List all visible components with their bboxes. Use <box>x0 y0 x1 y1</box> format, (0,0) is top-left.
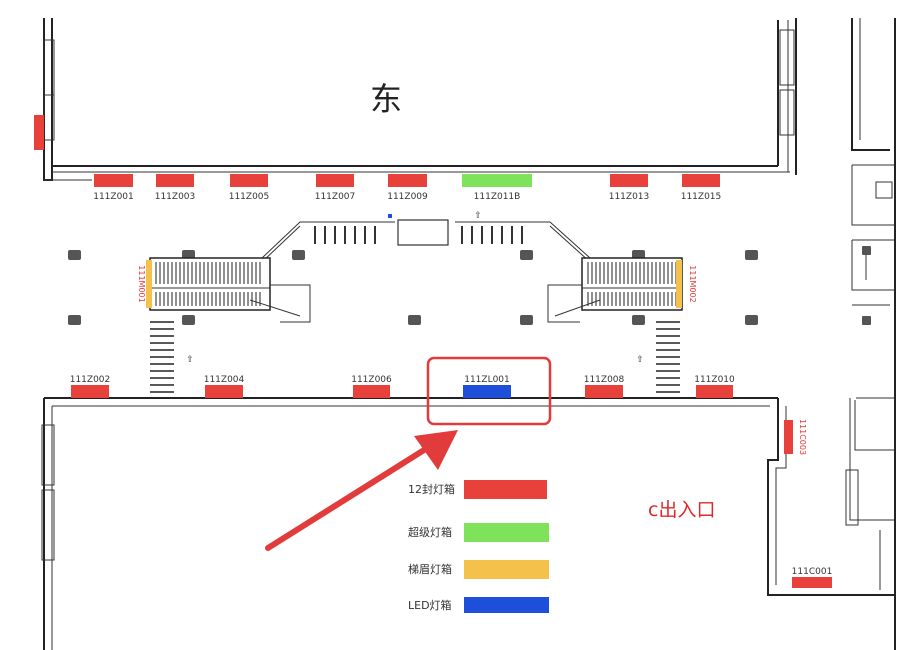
light-box: 111C001 <box>792 567 833 588</box>
light-box-fill <box>388 174 427 187</box>
light-box-label: 111Z011B <box>474 192 521 202</box>
legend-swatch-stair <box>464 560 549 579</box>
exit-label: c出入口 <box>648 499 715 521</box>
light-box-fill <box>146 260 152 308</box>
light-box-fill <box>205 385 243 398</box>
light-box-fill <box>784 420 793 454</box>
svg-text:⇧: ⇧ <box>186 355 194 365</box>
highlight-box <box>426 356 552 426</box>
legend: 12封灯箱 超级灯箱 梯眉灯箱 LED灯箱 <box>408 480 549 613</box>
legend-label: 超级灯箱 <box>408 525 452 539</box>
light-box-label: 111Z007 <box>315 192 356 202</box>
light-boxes: 111Z001 111Z003 111Z005 111Z007 111Z009 111Z0… <box>34 115 832 588</box>
wall-light-box <box>34 115 44 150</box>
light-box-label: 111Z004 <box>204 375 245 385</box>
svg-text:⇧: ⇧ <box>636 355 644 365</box>
legend-swatch-box12 <box>464 480 547 499</box>
light-box-label: 111Z010 <box>694 375 735 385</box>
light-box-fill <box>230 174 268 187</box>
light-box: 111Z013 <box>609 174 650 202</box>
legend-item: LED灯箱 <box>408 597 549 613</box>
light-box: 111M001 <box>137 260 152 308</box>
light-box-fill <box>585 385 623 398</box>
light-box-label: 111M001 <box>137 265 146 302</box>
stairs-left: ⇧ <box>150 321 194 393</box>
light-box-fill <box>71 385 109 398</box>
light-box: 111ZL001 <box>463 375 511 398</box>
escalator-left <box>149 257 311 323</box>
legend-label: 12封灯箱 <box>408 482 455 496</box>
light-box-fill <box>316 174 354 187</box>
walls <box>41 18 896 650</box>
light-box-label: 111M002 <box>688 265 697 302</box>
pointer-arrow <box>265 430 458 551</box>
light-box-fill <box>792 577 832 588</box>
light-box-fill <box>156 174 194 187</box>
light-box: 111Z004 <box>204 375 245 398</box>
light-box: 111Z009 <box>387 174 428 202</box>
light-box-label: 111Z005 <box>229 192 270 202</box>
light-box-label: 111Z002 <box>70 375 111 385</box>
legend-item: 超级灯箱 <box>408 523 549 542</box>
light-box-label: 111Z006 <box>351 375 392 385</box>
light-box-label: 111Z009 <box>387 192 428 202</box>
light-box-label: 111C003 <box>798 419 807 455</box>
light-box-label: 111Z001 <box>93 192 134 202</box>
legend-label: LED灯箱 <box>408 598 452 612</box>
light-box: 111Z001 <box>93 174 134 202</box>
legend-label: 梯眉灯箱 <box>408 562 452 576</box>
light-box: 111Z015 <box>681 174 722 202</box>
light-box: 111Z006 <box>351 375 392 398</box>
light-box-fill <box>682 174 720 187</box>
light-box-fill <box>463 385 511 398</box>
legend-item: 12封灯箱 <box>408 480 547 499</box>
light-box: 111Z011B <box>462 174 532 202</box>
light-box-label: 111Z013 <box>609 192 650 202</box>
light-box: 111M002 <box>676 260 697 308</box>
light-box-fill <box>696 385 733 398</box>
light-box-label: 111Z015 <box>681 192 722 202</box>
light-box-fill <box>462 174 532 187</box>
light-box: 111Z008 <box>584 375 625 398</box>
light-box-fill <box>676 260 682 308</box>
light-box: 111Z002 <box>70 375 111 398</box>
light-box: 111Z010 <box>694 375 735 398</box>
light-box: 111Z005 <box>229 174 270 202</box>
light-box-fill <box>610 174 648 187</box>
escalator-right <box>547 257 683 323</box>
central-gates: ⇧ <box>261 211 591 263</box>
legend-item: 梯眉灯箱 <box>408 560 549 579</box>
light-box-fill <box>353 385 390 398</box>
light-box-label: 111ZL001 <box>464 375 510 385</box>
svg-text:⇧: ⇧ <box>474 211 482 221</box>
legend-swatch-super <box>464 523 549 542</box>
light-box-label: 111C001 <box>792 567 833 577</box>
light-box-label: 111Z008 <box>584 375 625 385</box>
light-box-fill <box>94 174 133 187</box>
light-box: 111C003 <box>784 419 807 455</box>
light-box: 111Z003 <box>155 174 196 202</box>
stairs-right: ⇧ <box>636 321 680 393</box>
light-box: 111Z007 <box>315 174 356 202</box>
direction-label: 东 <box>370 80 402 118</box>
light-box-label: 111Z003 <box>155 192 196 202</box>
legend-swatch-led <box>464 597 549 613</box>
